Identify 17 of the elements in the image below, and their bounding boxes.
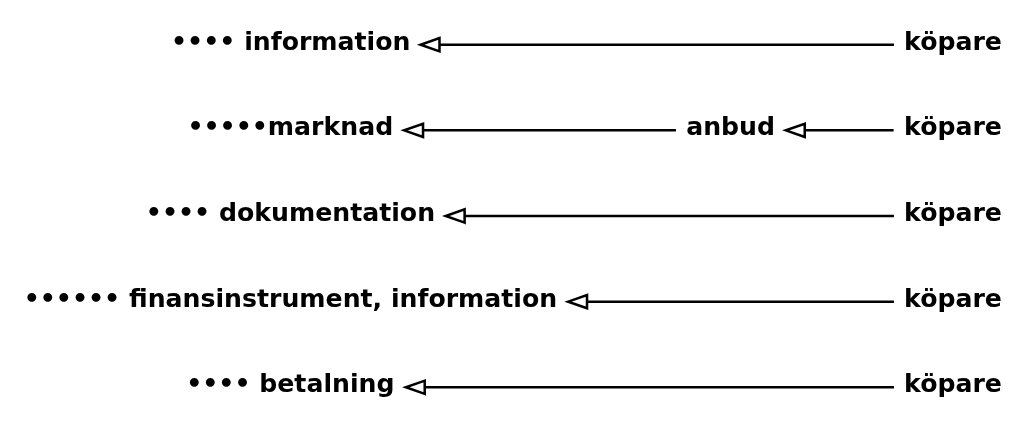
node-text: •••• information xyxy=(171,26,411,56)
node-text: köpare xyxy=(904,368,1002,398)
node-text: anbud xyxy=(686,111,776,141)
node-text: •••• betalning xyxy=(186,368,395,398)
arrow xyxy=(782,121,894,139)
arrow xyxy=(402,378,894,396)
node-text: •••••marknad xyxy=(187,111,394,141)
node-text: köpare xyxy=(904,26,1002,56)
node-text: köpare xyxy=(904,283,1002,313)
node-text: köpare xyxy=(904,197,1002,227)
arrow xyxy=(441,207,894,224)
arrow xyxy=(564,292,894,310)
arrow xyxy=(416,35,894,53)
node-text: köpare xyxy=(904,111,1002,141)
arrow xyxy=(400,121,676,139)
node-text: •••• dokumentation xyxy=(145,197,436,227)
node-text: •••••• finansinstrument, information xyxy=(23,283,558,313)
